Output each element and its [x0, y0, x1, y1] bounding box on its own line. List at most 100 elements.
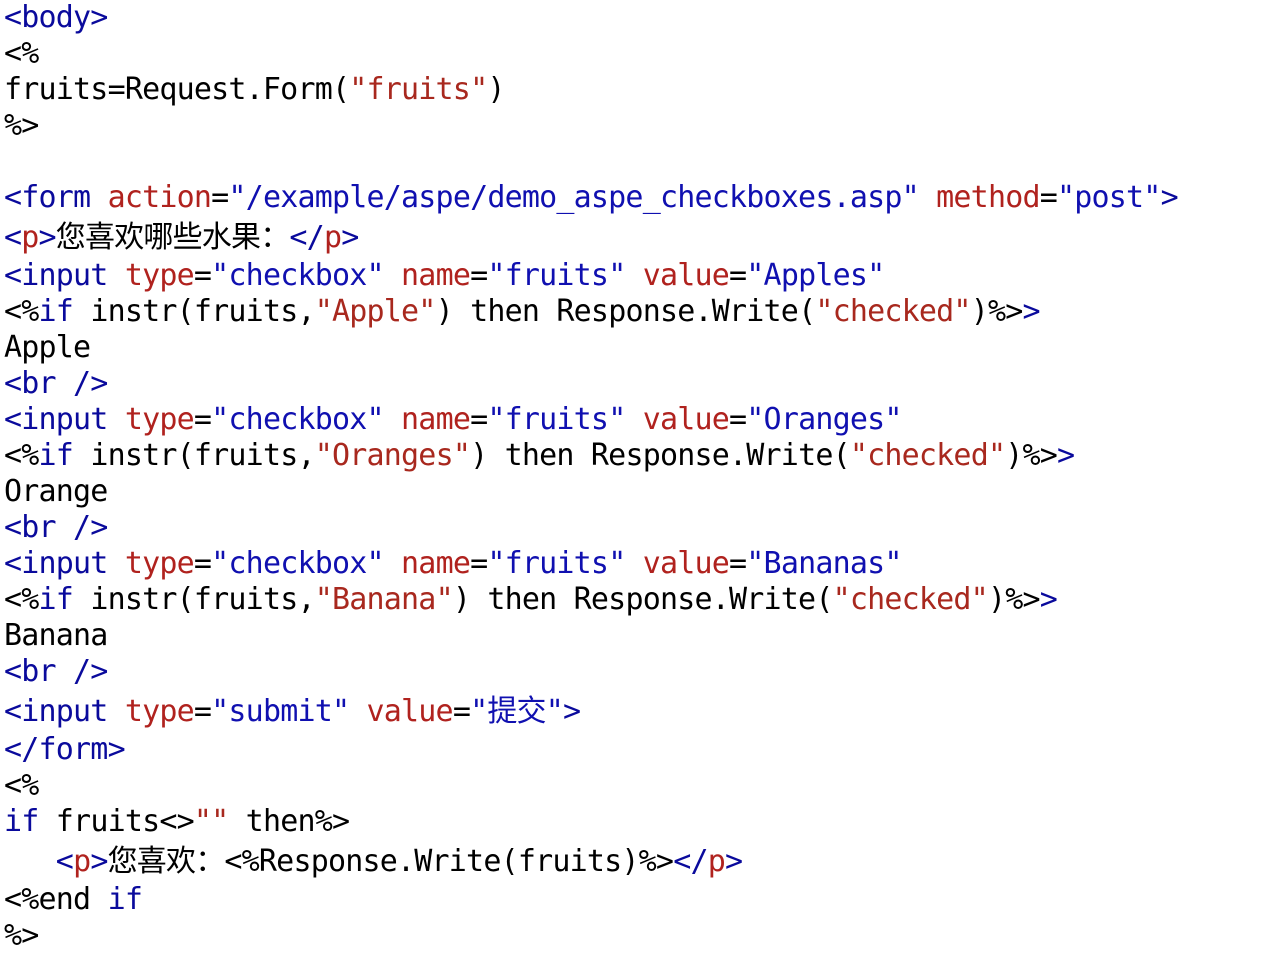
code-token-tag: >: [1022, 294, 1041, 329]
code-line: <%: [4, 36, 39, 72]
code-token-tag: >: [563, 694, 581, 729]
code-token-val: "post": [1057, 180, 1161, 215]
code-token-plain: =: [452, 694, 471, 729]
code-token-plain: 您喜欢哪些水果：: [55, 220, 290, 255]
code-token-val: "Apples": [746, 258, 885, 293]
code-token-plain: ): [487, 72, 505, 107]
code-token-tag: <: [55, 844, 74, 879]
code-token-plain: =: [211, 180, 229, 215]
code-token-attr: name: [401, 258, 471, 293]
code-line: %>: [4, 918, 39, 954]
code-line: <%end if: [4, 882, 143, 918]
code-token-plain: [4, 844, 56, 879]
code-token-attr: name: [401, 402, 471, 437]
code-token-plain: [384, 402, 401, 437]
code-token-plain: Apple: [4, 330, 91, 365]
code-token-plain: fruits=Request.Form(: [4, 72, 350, 107]
code-token-tag: >: [90, 844, 108, 879]
code-token-attr: value: [642, 402, 730, 437]
code-token-tag: <input: [4, 402, 125, 437]
code-token-tag: >: [38, 220, 57, 255]
code-token-attr: p: [73, 844, 91, 879]
code-token-attr: type: [124, 694, 195, 729]
code-line: Banana: [4, 618, 108, 654]
code-token-tag: >: [341, 220, 359, 255]
code-token-plain: instr(fruits,: [73, 294, 315, 329]
code-token-plain: [384, 546, 401, 581]
code-token-val: "fruits": [487, 258, 626, 293]
code-token-plain: <%: [4, 768, 39, 803]
code-line: %>: [4, 108, 39, 144]
code-line: <body>: [4, 0, 108, 36]
code-token-plain: [625, 258, 642, 293]
code-line: </form>: [4, 732, 126, 768]
code-token-plain: <%: [4, 294, 39, 329]
code-token-str: "Apple": [314, 294, 437, 329]
code-token-attr: value: [642, 258, 730, 293]
code-token-tag: >: [1160, 180, 1179, 215]
code-token-plain: =: [470, 402, 488, 437]
code-token-tag: <input: [4, 694, 125, 729]
code-token-tag: <br />: [4, 510, 108, 545]
code-token-attr: method: [936, 180, 1040, 215]
code-token-plain: =: [193, 694, 212, 729]
code-line: fruits=Request.Form("fruits"): [4, 72, 505, 108]
code-token-plain: %>: [4, 918, 39, 953]
code-token-plain: 您喜欢：<%Response.Write(fruits)%>: [107, 844, 674, 879]
code-token-tag: >: [1039, 582, 1058, 617]
code-token-attr: type: [124, 402, 195, 437]
code-token-tag: <input: [4, 258, 125, 293]
code-line: <%: [4, 768, 39, 804]
code-token-str: "fruits": [349, 72, 488, 107]
code-token-plain: =: [729, 402, 747, 437]
code-token-plain: then%>: [228, 804, 350, 839]
code-token-val: "checkbox": [211, 402, 384, 437]
code-line: <input type="submit" value="提交">: [4, 694, 581, 730]
code-token-tag: >: [725, 844, 743, 879]
code-line: <input type="checkbox" name="fruits" val…: [4, 546, 902, 582]
code-token-plain: <%end: [4, 882, 108, 917]
code-token-tag: </: [673, 844, 708, 879]
code-token-attr: value: [366, 694, 454, 729]
code-token-plain: fruits<>: [38, 804, 195, 839]
code-token-val: "/example/aspe/demo_aspe_checkboxes.asp": [228, 180, 919, 215]
code-token-tag: <: [4, 220, 22, 255]
code-token-str: "checked": [815, 294, 971, 329]
code-line: <br />: [4, 366, 108, 402]
code-token-kw: if: [38, 438, 74, 473]
code-token-tag: </: [289, 220, 324, 255]
code-token-plain: [625, 402, 642, 437]
code-token-plain: ) then Response.Write(: [452, 582, 834, 617]
code-token-attr: type: [124, 546, 195, 581]
code-token-tag: <body>: [4, 0, 108, 35]
code-line: Orange: [4, 474, 108, 510]
code-token-attr: name: [401, 546, 471, 581]
code-token-tag: <input: [4, 546, 125, 581]
code-token-tag: >: [1057, 438, 1075, 473]
code-line: <form action="/example/aspe/demo_aspe_ch…: [4, 180, 1179, 216]
code-line: <%if instr(fruits,"Apple") then Response…: [4, 294, 1041, 330]
code-token-val: "fruits": [487, 546, 626, 581]
code-token-attr: value: [642, 546, 730, 581]
code-line: <%if instr(fruits,"Oranges") then Respon…: [4, 438, 1075, 474]
code-token-str: "Oranges": [314, 438, 471, 473]
code-token-val: "Bananas": [746, 546, 902, 581]
code-line: <p>您喜欢哪些水果：</p>: [4, 220, 359, 256]
code-token-plain: =: [470, 258, 488, 293]
code-token-tag: <br />: [4, 654, 108, 689]
code-token-plain: Banana: [4, 618, 108, 653]
code-token-val: "提交": [470, 694, 564, 729]
code-token-plain: ) then Response.Write(: [470, 438, 851, 473]
code-token-kw: if: [38, 582, 74, 617]
code-token-str: "checked": [832, 582, 989, 617]
code-token-tag: </form>: [4, 732, 126, 767]
code-line: <br />: [4, 510, 108, 546]
code-token-attr: p: [707, 844, 726, 879]
code-token-val: "Oranges": [746, 402, 902, 437]
code-token-plain: )%>: [987, 582, 1041, 617]
code-token-plain: <%: [4, 36, 39, 71]
code-token-plain: <%: [4, 438, 39, 473]
code-token-kw: if: [38, 294, 74, 329]
code-token-plain: Orange: [4, 474, 108, 509]
code-line: if fruits<>"" then%>: [4, 804, 350, 840]
